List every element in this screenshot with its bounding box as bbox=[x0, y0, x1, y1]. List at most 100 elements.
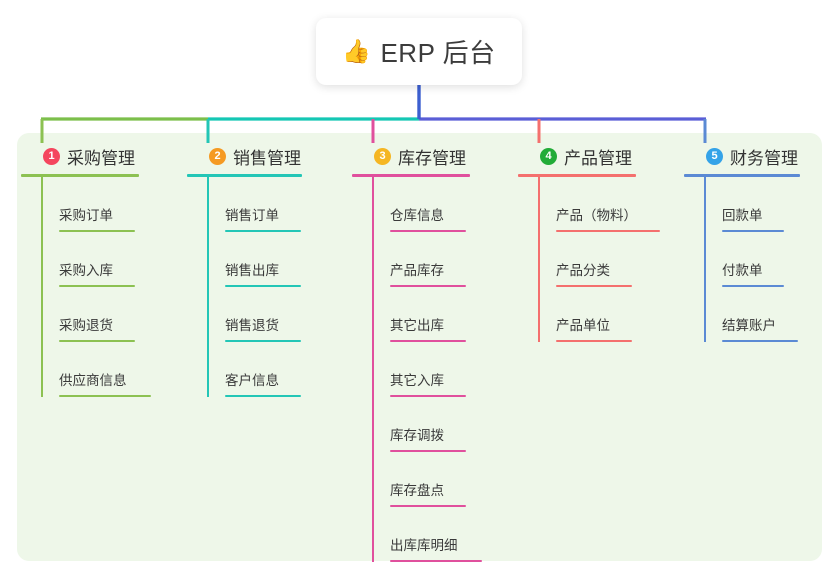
column-库存管理: 3 库存管理仓库信息产品库存其它出库其它入库库存调拨库存盘点出库库明细 bbox=[352, 143, 482, 562]
menu-item-label: 库存盘点 bbox=[390, 483, 444, 499]
column-采购管理: 1 采购管理采购订单采购入库采购退货供应商信息 bbox=[21, 143, 151, 397]
menu-item-label: 回款单 bbox=[722, 208, 763, 224]
menu-item-label: 出库库明细 bbox=[390, 538, 458, 554]
menu-item-label: 采购入库 bbox=[59, 263, 113, 279]
menu-item-label: 供应商信息 bbox=[59, 373, 127, 389]
menu-item-rule bbox=[556, 285, 632, 287]
column-number-badge: 5 bbox=[706, 147, 723, 165]
column-items: 仓库信息产品库存其它出库其它入库库存调拨库存盘点出库库明细 bbox=[372, 177, 482, 562]
menu-item-label: 销售出库 bbox=[225, 263, 279, 279]
column-header[interactable]: 3 库存管理 bbox=[352, 143, 482, 169]
menu-item[interactable]: 销售订单 bbox=[207, 177, 302, 232]
column-销售管理: 2 销售管理销售订单销售出库销售退货客户信息 bbox=[187, 143, 302, 397]
menu-item-rule bbox=[722, 285, 784, 287]
menu-item-rule bbox=[390, 285, 466, 287]
column-header-rule bbox=[21, 174, 139, 177]
menu-item-rule bbox=[59, 340, 135, 342]
menu-item[interactable]: 产品分类 bbox=[538, 232, 660, 287]
column-title: 采购管理 bbox=[67, 148, 135, 168]
menu-item-rule bbox=[722, 340, 798, 342]
menu-item[interactable]: 付款单 bbox=[704, 232, 800, 287]
menu-item-label: 采购退货 bbox=[59, 318, 113, 334]
menu-item[interactable]: 销售出库 bbox=[207, 232, 302, 287]
menu-item[interactable]: 客户信息 bbox=[207, 342, 302, 397]
column-items: 采购订单采购入库采购退货供应商信息 bbox=[41, 177, 151, 397]
menu-item-label: 产品单位 bbox=[556, 318, 610, 334]
menu-item-rule bbox=[225, 395, 301, 397]
menu-item-label: 销售退货 bbox=[225, 318, 279, 334]
column-number-badge: 3 bbox=[374, 147, 391, 165]
menu-item-rule bbox=[556, 230, 660, 232]
menu-item[interactable]: 销售退货 bbox=[207, 287, 302, 342]
column-title: 财务管理 bbox=[730, 148, 798, 168]
menu-item[interactable]: 仓库信息 bbox=[372, 177, 482, 232]
column-spine bbox=[372, 177, 374, 562]
column-header[interactable]: 1 采购管理 bbox=[21, 143, 151, 169]
column-number-badge: 1 bbox=[43, 147, 60, 165]
menu-item-label: 库存调拨 bbox=[390, 428, 444, 444]
menu-item-rule bbox=[722, 230, 784, 232]
menu-item-label: 客户信息 bbox=[225, 373, 279, 389]
thumbs-up-icon: 👍 bbox=[342, 38, 372, 64]
column-items: 回款单付款单结算账户 bbox=[704, 177, 800, 342]
menu-item-label: 仓库信息 bbox=[390, 208, 444, 224]
menu-item-rule bbox=[390, 505, 466, 507]
menu-item-rule bbox=[59, 395, 151, 397]
menu-item[interactable]: 结算账户 bbox=[704, 287, 800, 342]
menu-item-rule bbox=[225, 230, 301, 232]
menu-item-label: 销售订单 bbox=[225, 208, 279, 224]
root-title-card: 👍 ERP 后台 bbox=[316, 18, 522, 85]
menu-item-rule bbox=[59, 285, 135, 287]
menu-item[interactable]: 库存调拨 bbox=[372, 397, 482, 452]
menu-item-label: 付款单 bbox=[722, 263, 763, 279]
menu-item-label: 采购订单 bbox=[59, 208, 113, 224]
column-number-badge: 4 bbox=[540, 147, 557, 165]
column-header-rule bbox=[352, 174, 470, 177]
column-spine bbox=[207, 177, 209, 397]
column-spine bbox=[41, 177, 43, 397]
menu-item-label: 其它入库 bbox=[390, 373, 444, 389]
menu-item-rule bbox=[390, 395, 466, 397]
column-spine bbox=[538, 177, 540, 342]
menu-item-rule bbox=[390, 560, 482, 562]
menu-item[interactable]: 产品（物料） bbox=[538, 177, 660, 232]
column-title: 产品管理 bbox=[564, 148, 632, 168]
column-number-badge: 2 bbox=[209, 147, 226, 165]
menu-item[interactable]: 库存盘点 bbox=[372, 452, 482, 507]
root-title-text: ERP 后台 bbox=[380, 38, 496, 68]
menu-item-rule bbox=[59, 230, 135, 232]
menu-item[interactable]: 产品库存 bbox=[372, 232, 482, 287]
column-spine bbox=[704, 177, 706, 342]
column-产品管理: 4 产品管理产品（物料） 产品分类产品单位 bbox=[518, 143, 660, 342]
menu-item-rule bbox=[225, 340, 301, 342]
menu-item[interactable]: 回款单 bbox=[704, 177, 800, 232]
menu-item-label: 产品库存 bbox=[390, 263, 444, 279]
menu-item-rule bbox=[556, 340, 632, 342]
menu-item[interactable]: 采购退货 bbox=[41, 287, 151, 342]
column-items: 产品（物料） 产品分类产品单位 bbox=[538, 177, 660, 342]
menu-item[interactable]: 出库库明细 bbox=[372, 507, 482, 562]
column-header[interactable]: 4 产品管理 bbox=[518, 143, 660, 169]
menu-item-rule bbox=[390, 230, 466, 232]
diagram-panel bbox=[17, 133, 822, 561]
column-header-rule bbox=[684, 174, 800, 177]
menu-item[interactable]: 产品单位 bbox=[538, 287, 660, 342]
column-财务管理: 5 财务管理回款单付款单结算账户 bbox=[684, 143, 800, 342]
column-header-rule bbox=[518, 174, 636, 177]
menu-item[interactable]: 其它出库 bbox=[372, 287, 482, 342]
menu-item-label: 其它出库 bbox=[390, 318, 444, 334]
menu-item-label: 产品（物料） bbox=[556, 208, 637, 224]
menu-item-label: 产品分类 bbox=[556, 263, 610, 279]
menu-item[interactable]: 其它入库 bbox=[372, 342, 482, 397]
menu-item-label: 结算账户 bbox=[722, 318, 776, 334]
menu-item[interactable]: 采购入库 bbox=[41, 232, 151, 287]
menu-item[interactable]: 采购订单 bbox=[41, 177, 151, 232]
menu-item-rule bbox=[390, 450, 466, 452]
column-title: 库存管理 bbox=[398, 148, 466, 168]
menu-item-rule bbox=[390, 340, 466, 342]
column-header[interactable]: 2 销售管理 bbox=[187, 143, 302, 169]
column-items: 销售订单销售出库销售退货客户信息 bbox=[207, 177, 302, 397]
column-header[interactable]: 5 财务管理 bbox=[684, 143, 800, 169]
menu-item[interactable]: 供应商信息 bbox=[41, 342, 151, 397]
column-title: 销售管理 bbox=[233, 148, 301, 168]
